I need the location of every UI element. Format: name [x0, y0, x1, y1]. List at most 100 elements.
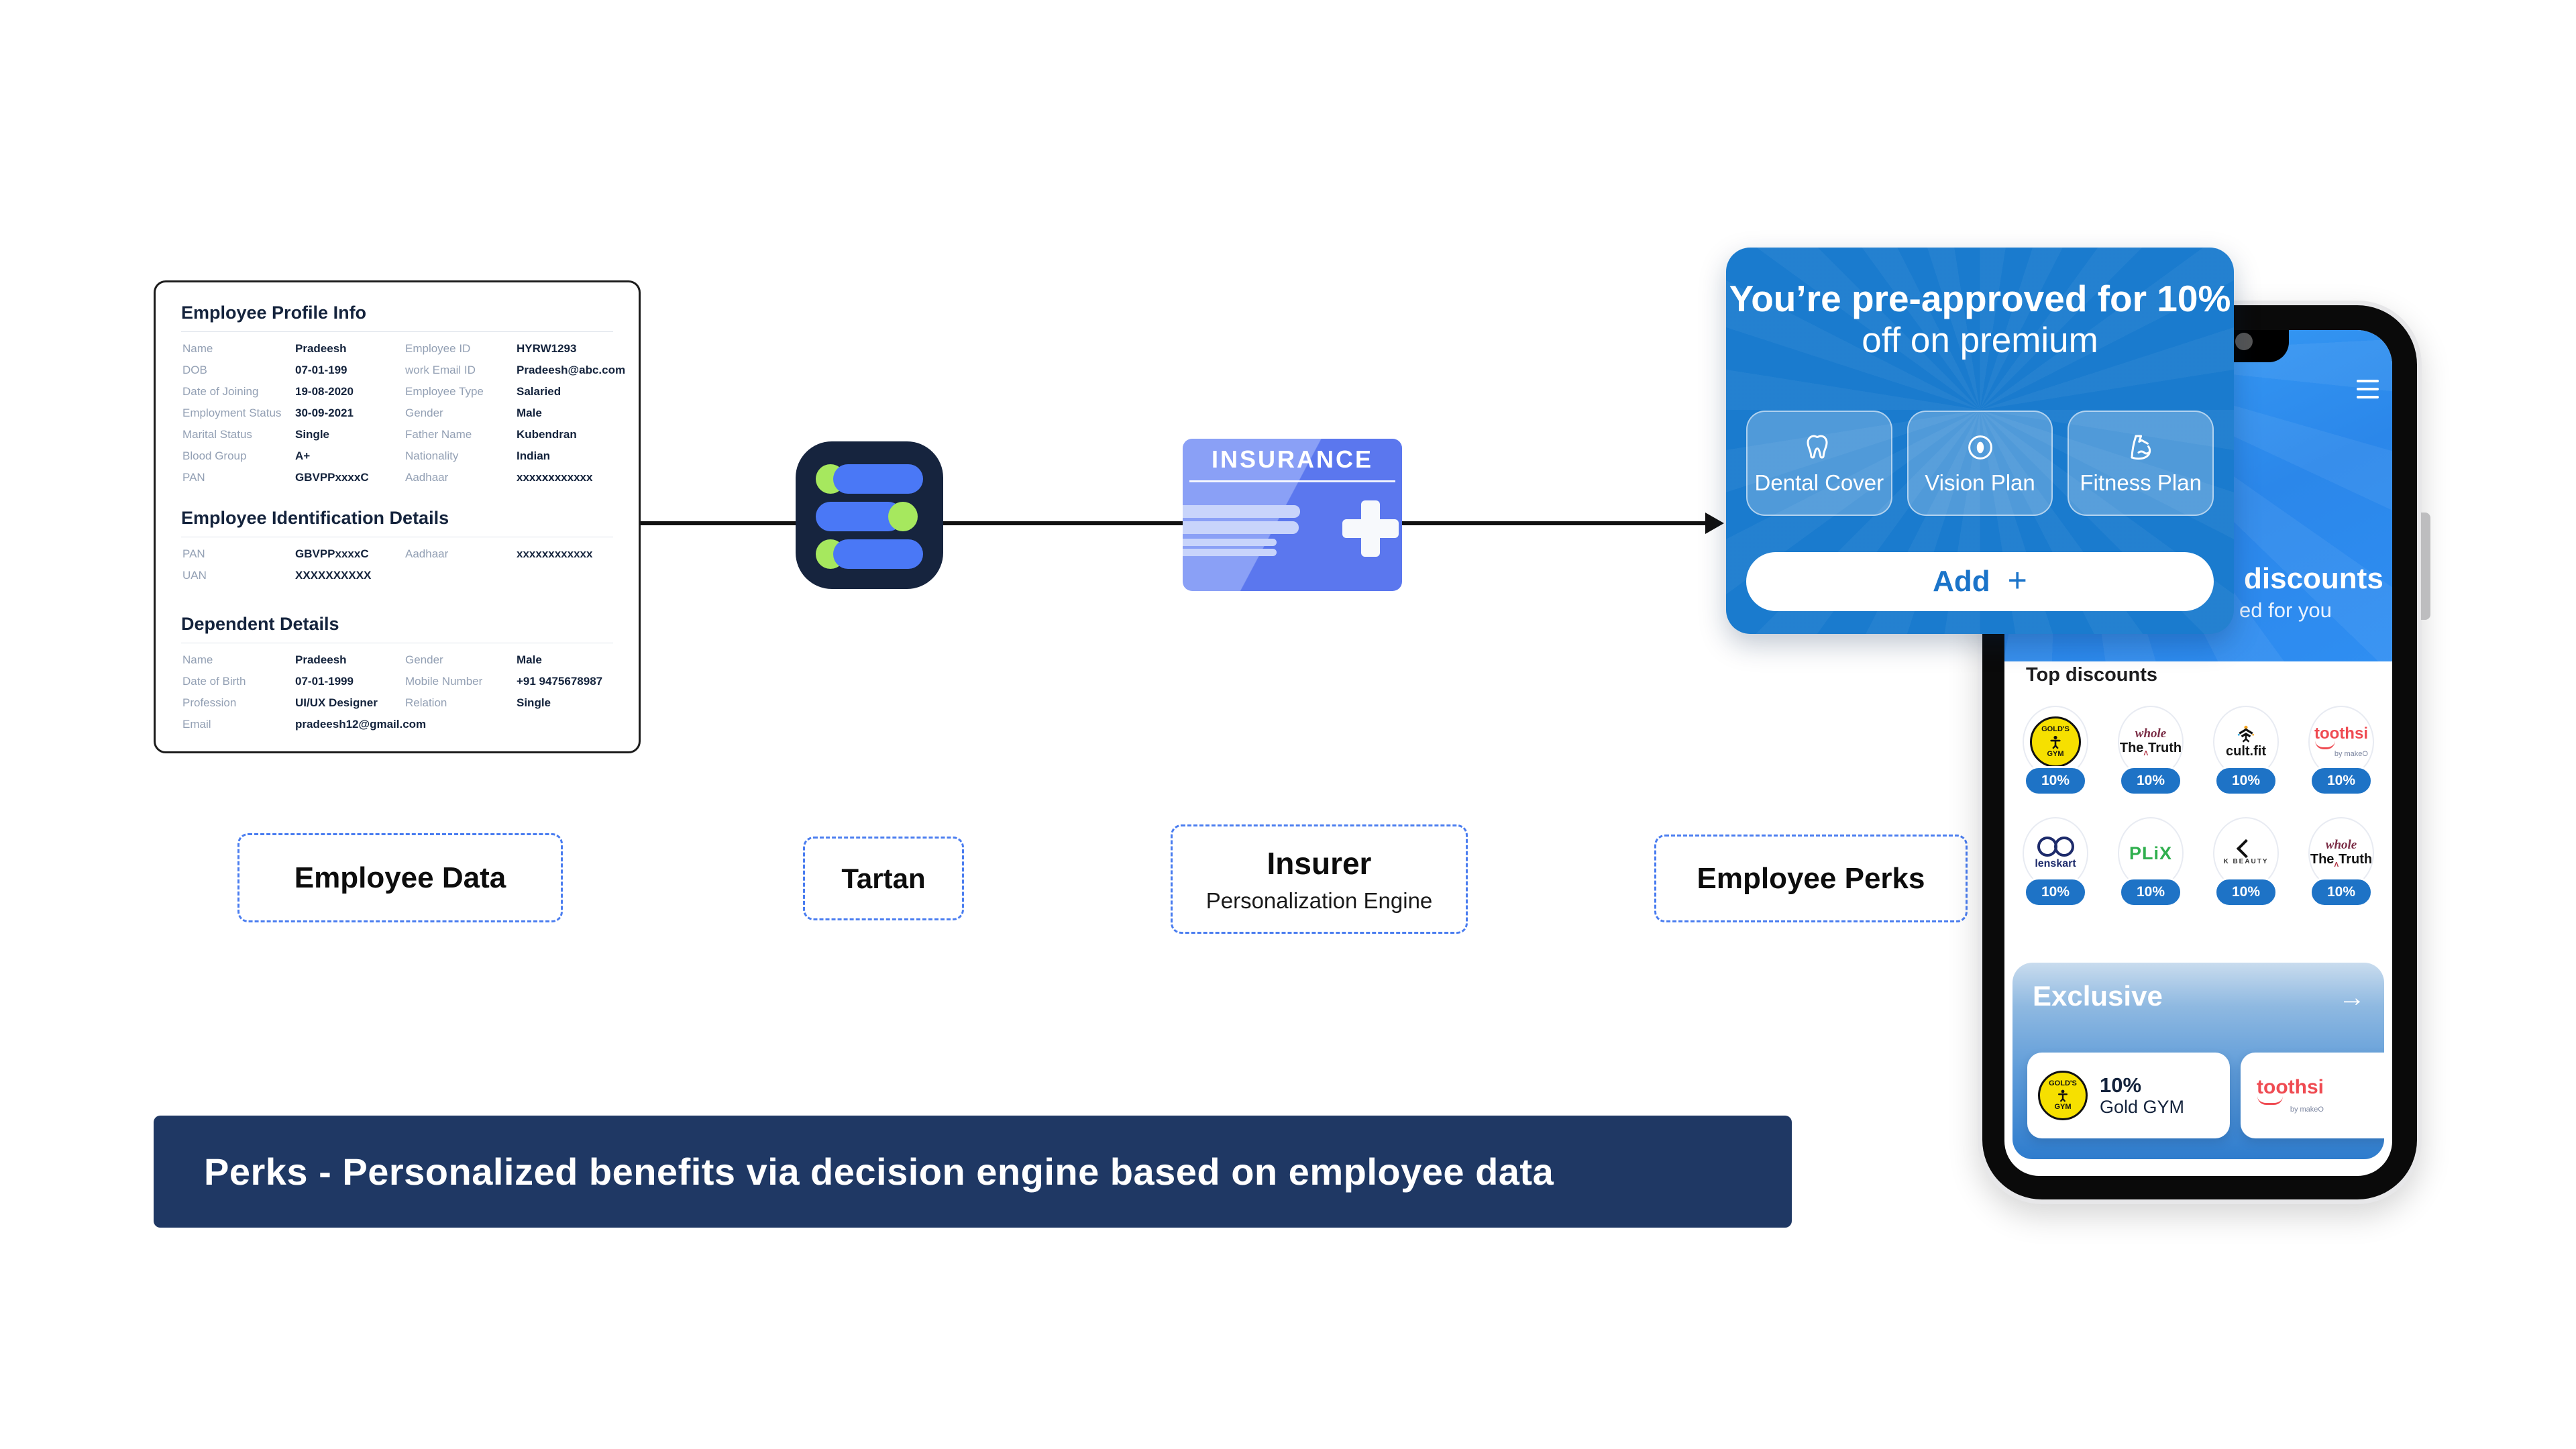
whole-truth-logo-icon: whole TheΛTruth — [2119, 726, 2182, 757]
plan-label: Fitness Plan — [2080, 470, 2202, 495]
field-value: UI/UX Designer — [295, 696, 378, 709]
table-row: DOB 07-01-199 work Email ID Pradeesh@abc.c… — [181, 359, 625, 380]
pre-approved-popup: You’re pre-approved for 10% off on premi… — [1726, 248, 2234, 634]
field-label: Employee Type — [405, 385, 484, 398]
divider — [181, 331, 613, 332]
brand-tile-toothsi[interactable]: toothsi by makeO 10% — [2308, 706, 2375, 796]
discount-badge: 10% — [2119, 877, 2182, 907]
toothsi-logo-icon: toothsi by makeO — [2257, 1076, 2324, 1114]
deal-percent: 10% — [2100, 1073, 2142, 1097]
field-value: xxxxxxxxxxxx — [517, 471, 593, 484]
field-value: 07-01-199 — [295, 364, 347, 376]
medical-cross-icon — [1342, 519, 1399, 538]
field-value: pradeesh12@gmail.com — [295, 718, 427, 731]
employee-identification-heading: Employee Identification Details — [181, 508, 449, 528]
tartan-logo-icon — [796, 441, 943, 589]
header-discounts-text: discounts — [2244, 562, 2383, 595]
golds-gym-logo-icon: GOLD'S GYM — [2038, 1071, 2088, 1120]
label-tartan: Tartan — [803, 837, 964, 920]
popup-title-line1: You’re pre-approved for 10% — [1729, 278, 2231, 319]
divider — [1189, 480, 1395, 482]
brand-tile-k-beauty[interactable]: K BEAUTY 10% — [2212, 817, 2279, 907]
discount-badge: 10% — [2024, 766, 2087, 796]
table-row: PAN GBVPPxxxxC Aadhaar xxxxxxxxxxxx — [181, 466, 613, 488]
discount-row-2: lenskart 10% PLiX 10% K BEAUTY 10% — [2022, 817, 2375, 907]
exclusive-deal-gold-gym[interactable]: GOLD'S GYM 10% Gold GYM — [2027, 1053, 2230, 1138]
eye-icon — [1968, 435, 1992, 460]
field-value: 19-08-2020 — [295, 385, 354, 398]
discount-badge: 10% — [2119, 766, 2182, 796]
field-label: Father Name — [405, 428, 472, 441]
label-text: Employee Perks — [1697, 861, 1925, 895]
field-label: Employment Status — [182, 407, 282, 419]
discount-badge: 10% — [2214, 766, 2277, 796]
field-label: Name — [182, 342, 213, 355]
hamburger-icon[interactable] — [2357, 380, 2379, 404]
discount-row-1: GOLD'S GYM 10% whole TheΛTruth 10% — [2022, 706, 2375, 796]
brand-tile-whole-truth[interactable]: whole TheΛTruth 10% — [2117, 706, 2184, 796]
field-value: HYRW1293 — [517, 342, 577, 355]
top-discounts-heading: Top discounts — [2026, 664, 2158, 686]
bicep-icon — [2131, 435, 2151, 460]
label-subtext: Personalization Engine — [1205, 888, 1433, 913]
brand-tile-lenskart[interactable]: lenskart 10% — [2022, 817, 2089, 907]
brand-tile-golds-gym[interactable]: GOLD'S GYM 10% — [2022, 706, 2089, 796]
flow-arrow-line — [636, 521, 1709, 525]
table-row: Email pradeesh12@gmail.com — [181, 713, 613, 735]
field-label: Aadhaar — [405, 471, 449, 484]
discount-badge: 10% — [2310, 766, 2373, 796]
field-value: Pradeesh@abc.com — [517, 364, 626, 376]
field-label: PAN — [182, 471, 205, 484]
arrow-right-icon[interactable]: → — [2339, 983, 2365, 1012]
field-value: 07-01-1999 — [295, 675, 354, 688]
add-button[interactable]: Add + — [1746, 552, 2214, 611]
phone-side-button[interactable] — [2421, 513, 2430, 620]
vision-plan-button[interactable]: Vision Plan — [1907, 411, 2053, 516]
discount-badge: 10% — [2024, 877, 2087, 907]
plus-icon: + — [2007, 561, 2027, 599]
field-label: DOB — [182, 364, 207, 376]
plan-label: Dental Cover — [1754, 470, 1884, 495]
fitness-plan-button[interactable]: Fitness Plan — [2068, 411, 2214, 516]
label-employee-data: Employee Data — [237, 833, 563, 922]
field-label: Profession — [182, 696, 237, 709]
field-label: PAN — [182, 547, 205, 560]
field-value: Indian — [517, 449, 551, 462]
field-value: Male — [517, 653, 542, 666]
discount-badge: 10% — [2214, 877, 2277, 907]
label-insurer: Insurer Personalization Engine — [1171, 824, 1468, 934]
insurance-card-icon: INSURANCE — [1183, 439, 1402, 591]
field-value: xxxxxxxxxxxx — [517, 547, 593, 560]
field-label: Employee ID — [405, 342, 471, 355]
field-label: UAN — [182, 569, 207, 582]
brand-tile-plix[interactable]: PLiX 10% — [2117, 817, 2184, 907]
field-value: 30-09-2021 — [295, 407, 354, 419]
label-text: Tartan — [841, 862, 926, 894]
field-value: GBVPPxxxxC — [295, 471, 369, 484]
field-value: Single — [295, 428, 330, 441]
brand-tile-cultfit[interactable]: cult.fit 10% — [2212, 706, 2279, 796]
field-label: work Email ID — [405, 364, 476, 376]
field-value: Salaried — [517, 385, 561, 398]
text-stripe — [1183, 549, 1277, 556]
field-value: Single — [517, 696, 551, 709]
toothsi-logo-icon: toothsi by makeO — [2314, 724, 2368, 759]
field-value: Male — [517, 407, 542, 419]
field-label: Email — [182, 718, 211, 731]
golds-gym-logo-icon: GOLD'S GYM — [2030, 716, 2081, 767]
whole-truth-logo-icon: whole TheΛTruth — [2310, 837, 2373, 869]
exclusive-deal-toothsi[interactable]: toothsi by makeO — [2241, 1053, 2384, 1138]
camera-icon — [2235, 333, 2253, 350]
brand-tile-whole-truth-2[interactable]: whole TheΛTruth 10% — [2308, 817, 2375, 907]
dental-cover-button[interactable]: Dental Cover — [1746, 411, 1892, 516]
popup-title: You’re pre-approved for 10% off on premi… — [1726, 277, 2234, 362]
cultfit-logo-icon: cult.fit — [2226, 725, 2266, 759]
label-employee-perks: Employee Perks — [1654, 835, 1968, 922]
